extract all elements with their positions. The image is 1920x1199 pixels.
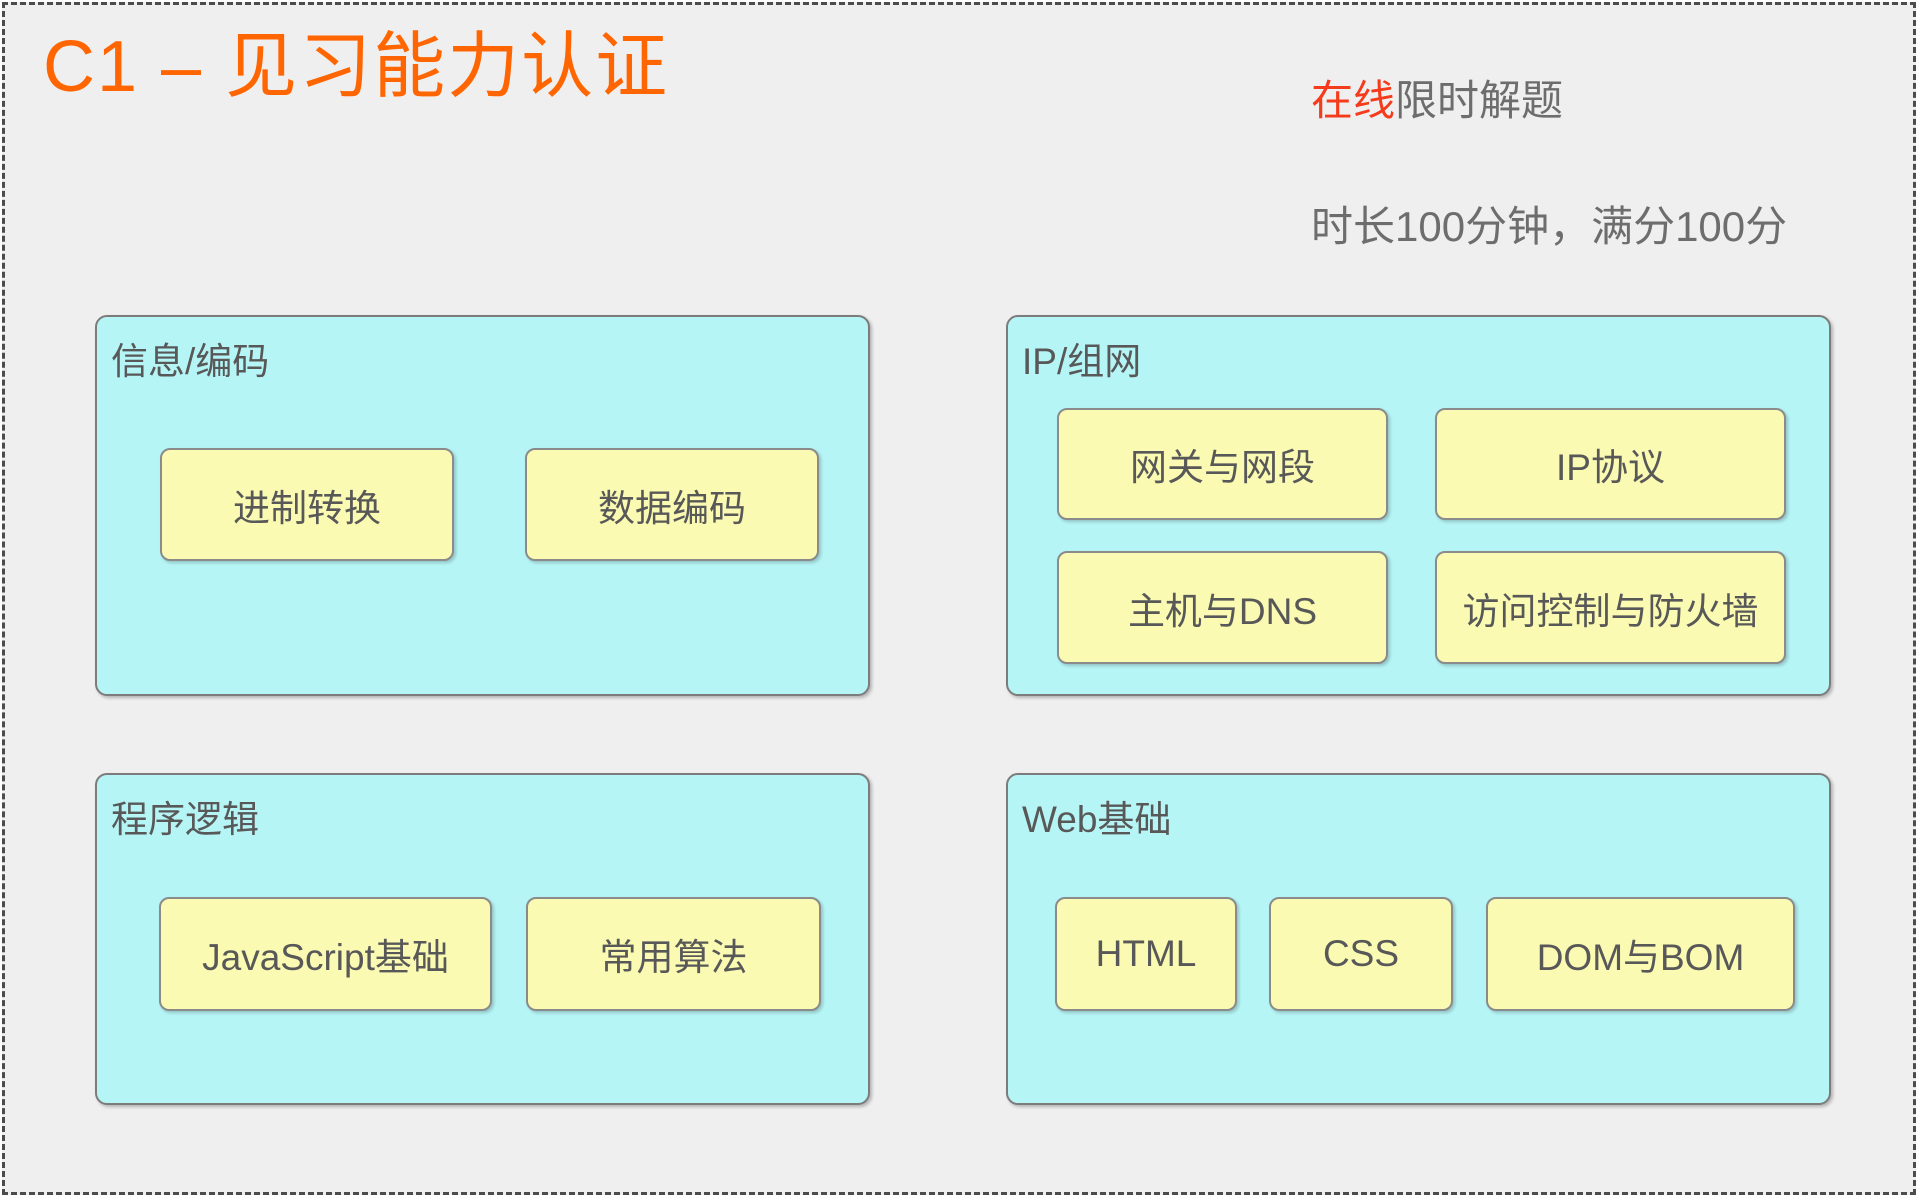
group-label: 程序逻辑 <box>111 799 259 840</box>
topic-chip-host-dns[interactable]: 主机与DNS <box>1057 551 1388 664</box>
topic-chip-ip-protocol[interactable]: IP协议 <box>1435 408 1786 520</box>
topic-chip-javascript-basics[interactable]: JavaScript基础 <box>159 897 492 1011</box>
topic-chip-dom-bom[interactable]: DOM与BOM <box>1486 897 1795 1011</box>
topic-chip-access-control-firewall[interactable]: 访问控制与防火墙 <box>1435 551 1786 664</box>
group-label: IP/组网 <box>1022 341 1142 382</box>
topic-chip-html[interactable]: HTML <box>1055 897 1237 1011</box>
exam-note-highlight: 在线 <box>1311 77 1396 124</box>
topic-chip-label: HTML <box>1095 933 1197 974</box>
topic-chip-label: 常用算法 <box>599 937 748 978</box>
topic-chip-label: 访问控制与防火墙 <box>1462 590 1759 632</box>
topic-chip-gateway-subnet[interactable]: 网关与网段 <box>1057 408 1388 520</box>
exam-note-line1: 在线限时解题 <box>1311 67 1563 128</box>
group-info-encoding[interactable]: 信息/编码 进制转换 数据编码 <box>95 315 870 696</box>
exam-note-rest: 限时解题 <box>1395 77 1564 124</box>
topic-chip-data-encoding[interactable]: 数据编码 <box>525 448 819 561</box>
topic-chip-label: 进制转换 <box>233 487 381 529</box>
topic-chip-label: IP协议 <box>1556 447 1665 488</box>
group-ip-networking[interactable]: IP/组网 网关与网段 IP协议 主机与DNS 访问控制与防火墙 <box>1006 315 1831 696</box>
group-web-basics[interactable]: Web基础 HTML CSS DOM与BOM <box>1006 773 1831 1105</box>
topic-chip-label: 数据编码 <box>598 487 746 529</box>
topic-chip-base-conversion[interactable]: 进制转换 <box>160 448 454 561</box>
topic-chip-css[interactable]: CSS <box>1269 897 1453 1011</box>
topic-chip-common-algorithms[interactable]: 常用算法 <box>526 897 821 1011</box>
group-label: 信息/编码 <box>111 341 270 382</box>
page-title: C1 – 见习能力认证 <box>43 27 670 107</box>
group-program-logic[interactable]: 程序逻辑 JavaScript基础 常用算法 <box>95 773 870 1105</box>
topic-chip-label: DOM与BOM <box>1536 937 1745 978</box>
topic-chip-label: JavaScript基础 <box>202 937 449 978</box>
topic-chip-label: CSS <box>1322 933 1400 974</box>
exam-note-line2: 时长100分钟，满分100分 <box>1311 203 1788 250</box>
topic-chip-label: 网关与网段 <box>1130 447 1315 488</box>
topic-chip-label: 主机与DNS <box>1127 590 1318 632</box>
group-label: Web基础 <box>1022 799 1172 840</box>
